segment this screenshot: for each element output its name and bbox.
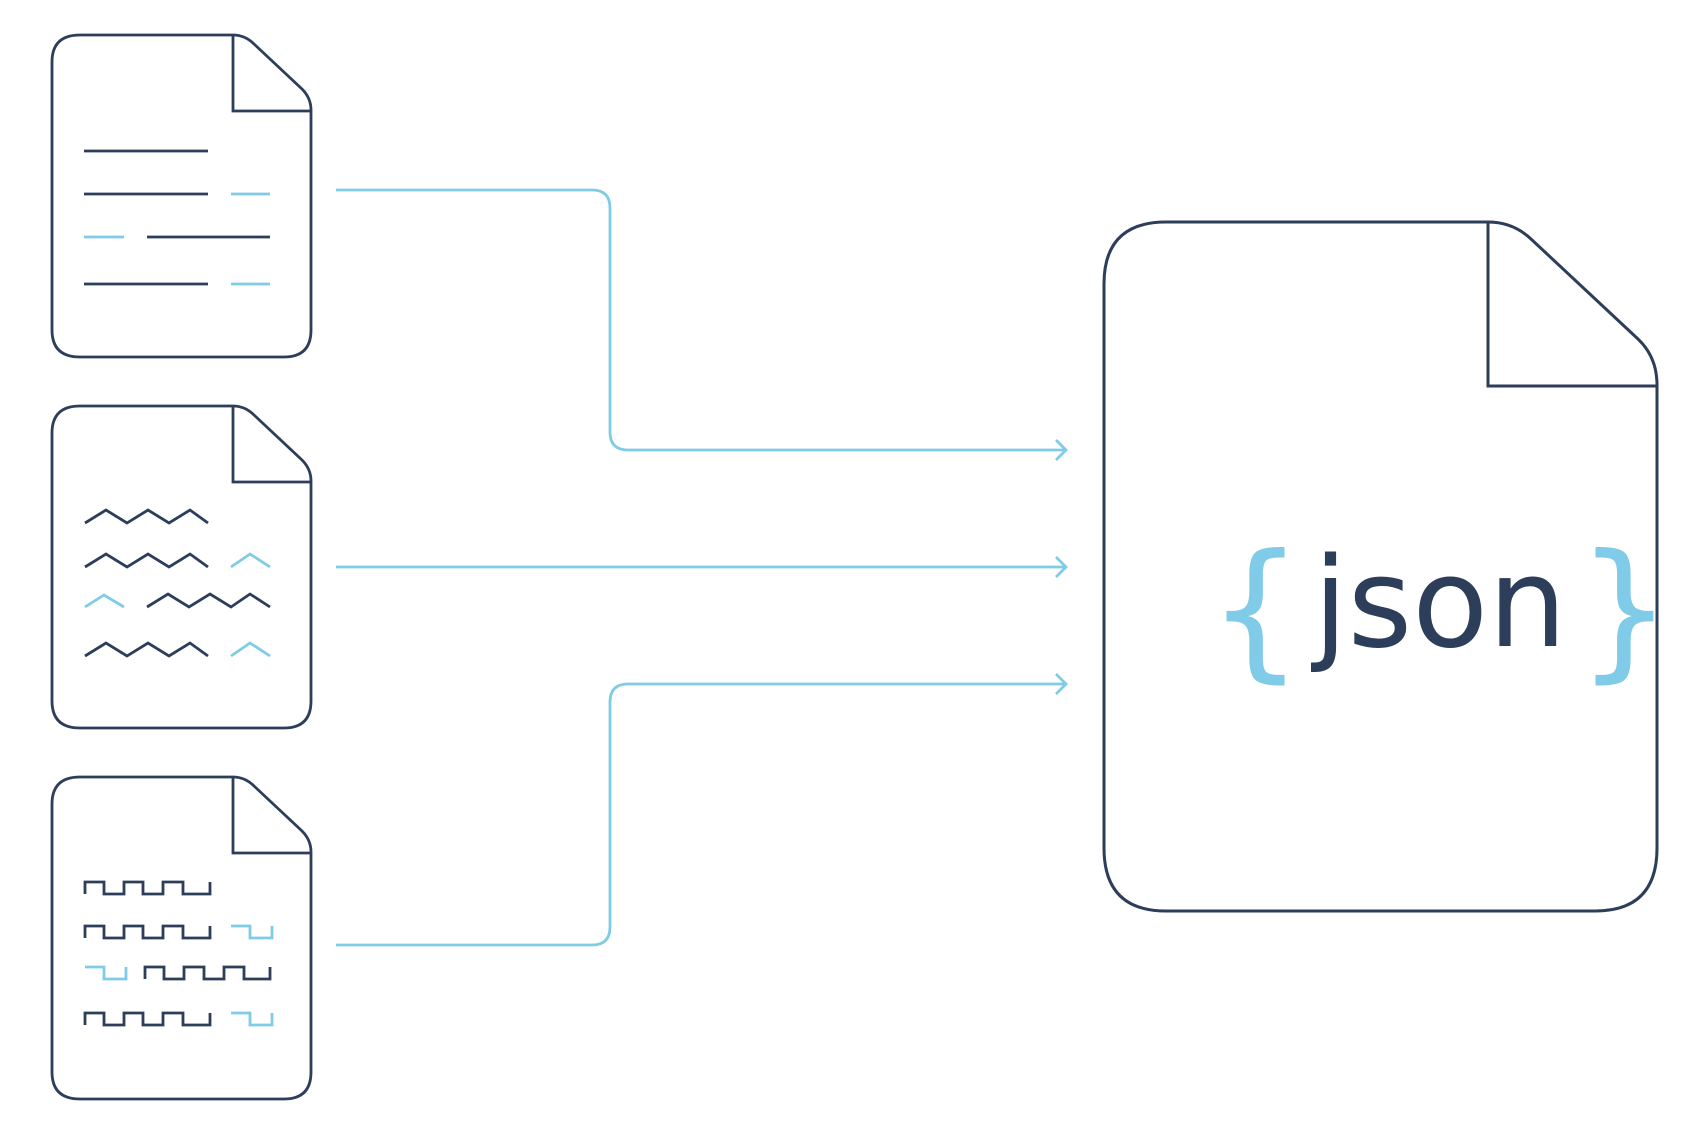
arrowhead-bottom [1055, 673, 1068, 695]
document-outline [50, 404, 313, 730]
json-document [1102, 220, 1659, 913]
zigzag-lines-icon [84, 508, 271, 658]
source-document-signals [50, 775, 313, 1101]
connector-arrow-bottom [336, 682, 1066, 947]
connector-arrow-top [336, 188, 1066, 452]
connector-arrows [336, 188, 1068, 947]
folded-corner [231, 406, 311, 484]
arrowhead-middle [1055, 556, 1068, 578]
source-document-lines [50, 33, 313, 359]
document-outline [50, 775, 313, 1101]
arrowhead-top [1055, 439, 1068, 461]
source-document-waves [50, 404, 313, 730]
json-folded-corner [1486, 222, 1657, 388]
folded-corner [231, 35, 311, 113]
square-wave-lines-icon [83, 880, 274, 1027]
folded-corner [231, 777, 311, 855]
document-outline [50, 33, 313, 359]
text-lines-icon [84, 149, 270, 286]
json-document-outline [1102, 220, 1659, 913]
